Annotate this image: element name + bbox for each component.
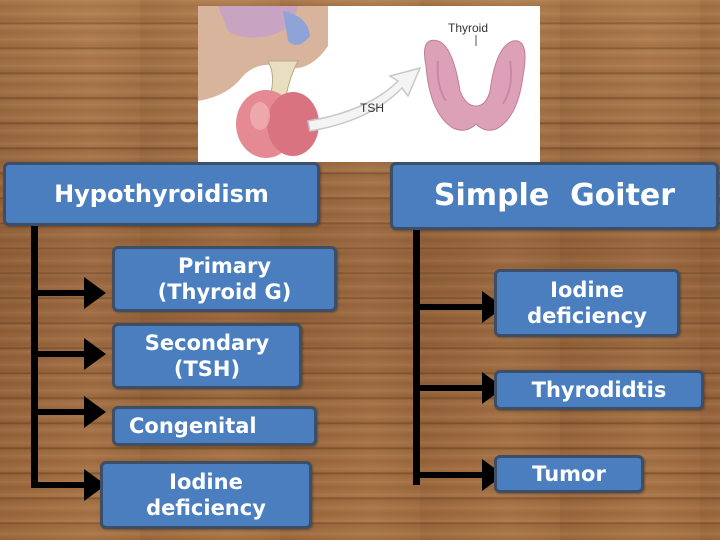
hypothyroidism-title-box: Hypothyroidism	[3, 162, 320, 226]
brain-region	[218, 6, 298, 38]
connector-line	[413, 472, 483, 478]
brain-vessel	[283, 11, 310, 45]
connector-line	[413, 385, 483, 391]
goiter-cause-thyroiditis: Thyrodidtis	[494, 370, 704, 410]
pituitary-stalk	[267, 60, 299, 97]
pituitary-highlight	[250, 102, 270, 130]
pituitary-thyroid-illustration: Thyroid TSH	[198, 6, 540, 162]
arrow-head	[84, 338, 106, 370]
arrow-head	[84, 396, 106, 428]
tsh-arrow	[307, 66, 422, 132]
cause-box-secondary: Secondary (TSH)	[112, 323, 302, 389]
connector-line	[31, 482, 85, 488]
connector-line	[31, 351, 85, 357]
goiter-title: Simple Goiter	[433, 178, 676, 214]
cause-label: Primary (Thyroid G)	[157, 253, 292, 304]
cause-label: Thyrodidtis	[531, 377, 667, 402]
connector-line	[31, 290, 85, 296]
cause-label: Secondary (TSH)	[144, 330, 270, 381]
goiter-trunk-line	[413, 230, 420, 485]
goiter-title-box: Simple Goiter	[390, 162, 719, 230]
hypothyroidism-title: Hypothyroidism	[54, 180, 269, 208]
thyroid-texture	[502, 60, 513, 105]
connector-line	[31, 409, 85, 415]
cause-box-iodine-deficiency: Iodine deficiency	[100, 461, 312, 529]
cause-box-primary: Primary (Thyroid G)	[112, 246, 337, 312]
thyroid-label: Thyroid	[448, 21, 488, 35]
cause-label: Iodine deficiency	[146, 469, 266, 520]
goiter-cause-tumor: Tumor	[494, 455, 644, 493]
hypothyroidism-trunk-line	[31, 226, 38, 488]
arrow-head	[84, 277, 106, 309]
tsh-label: TSH	[360, 101, 384, 115]
thyroid-texture	[436, 60, 447, 102]
cause-label: Congenital	[129, 413, 257, 438]
goiter-cause-iodine-deficiency: Iodine deficiency	[494, 269, 680, 337]
illustration-drawing: Thyroid TSH	[198, 6, 526, 158]
connector-line	[413, 304, 483, 310]
pituitary-lobe-right	[267, 92, 319, 156]
cause-label: Iodine deficiency	[527, 277, 647, 328]
cause-label: Tumor	[532, 461, 606, 486]
cause-box-congenital: Congenital	[112, 406, 317, 446]
thyroid-gland	[424, 39, 526, 131]
